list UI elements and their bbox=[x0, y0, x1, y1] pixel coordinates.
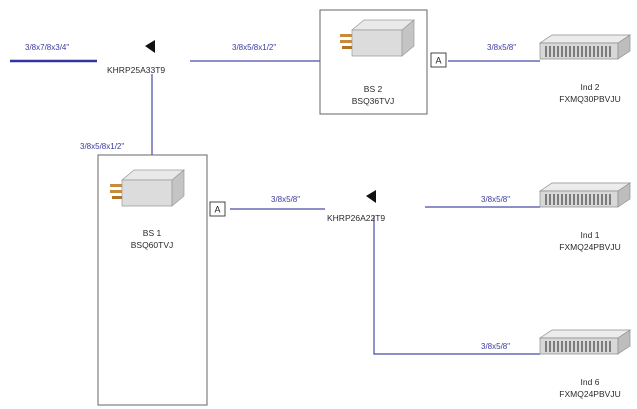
pipe-label-to-bs2: 3/8x5/8x1/2" bbox=[232, 43, 276, 52]
bs2-box[interactable] bbox=[319, 9, 428, 115]
joint2-arrow-icon bbox=[366, 190, 376, 203]
pipe-label-joint2-to-ind1: 3/8x5/8" bbox=[481, 195, 510, 204]
pipe-label-bs2-to-ind2: 3/8x5/8" bbox=[487, 43, 516, 52]
bs1-unit-icon bbox=[109, 169, 185, 207]
pipe-label-joint2-to-ind6: 3/8x5/8" bbox=[481, 342, 510, 351]
joint2-label: KHRP26A22T9 bbox=[327, 213, 385, 223]
bs1-model: BSQ60TVJ bbox=[131, 240, 174, 250]
ind6-name: Ind 6 bbox=[581, 377, 600, 387]
ind2-unit-icon bbox=[539, 34, 631, 60]
joint1-label: KHRP25A33T9 bbox=[107, 65, 165, 75]
pipe-label-to-bs1: 3/8x5/8x1/2" bbox=[80, 142, 124, 151]
bs2-unit-icon bbox=[339, 19, 415, 57]
ind2-model: FXMQ30PBVJU bbox=[559, 94, 620, 104]
bs2-name: BS 2 bbox=[364, 84, 383, 94]
bs1-name: BS 1 bbox=[143, 228, 162, 238]
bs1-box[interactable] bbox=[97, 154, 208, 406]
bs1-port-box[interactable] bbox=[209, 201, 226, 217]
bs2-port-label: A bbox=[435, 56, 441, 66]
pipe-label-main: 3/8x7/8x3/4" bbox=[25, 43, 69, 52]
pipe-label-bs1-to-joint2: 3/8x5/8" bbox=[271, 195, 300, 204]
joint1-arrow-icon bbox=[145, 40, 155, 53]
pipe-joint2-to-ind6 bbox=[373, 216, 540, 355]
ind6-unit-icon bbox=[539, 329, 631, 355]
ind1-name: Ind 1 bbox=[581, 230, 600, 240]
bs2-model: BSQ36TVJ bbox=[352, 96, 395, 106]
ind1-unit-icon bbox=[539, 182, 631, 208]
bs1-port-label: A bbox=[214, 205, 220, 215]
ind2-name: Ind 2 bbox=[581, 82, 600, 92]
ind6-model: FXMQ24PBVJU bbox=[559, 389, 620, 399]
bs2-port-box[interactable] bbox=[430, 52, 447, 68]
ind1-model: FXMQ24PBVJU bbox=[559, 242, 620, 252]
